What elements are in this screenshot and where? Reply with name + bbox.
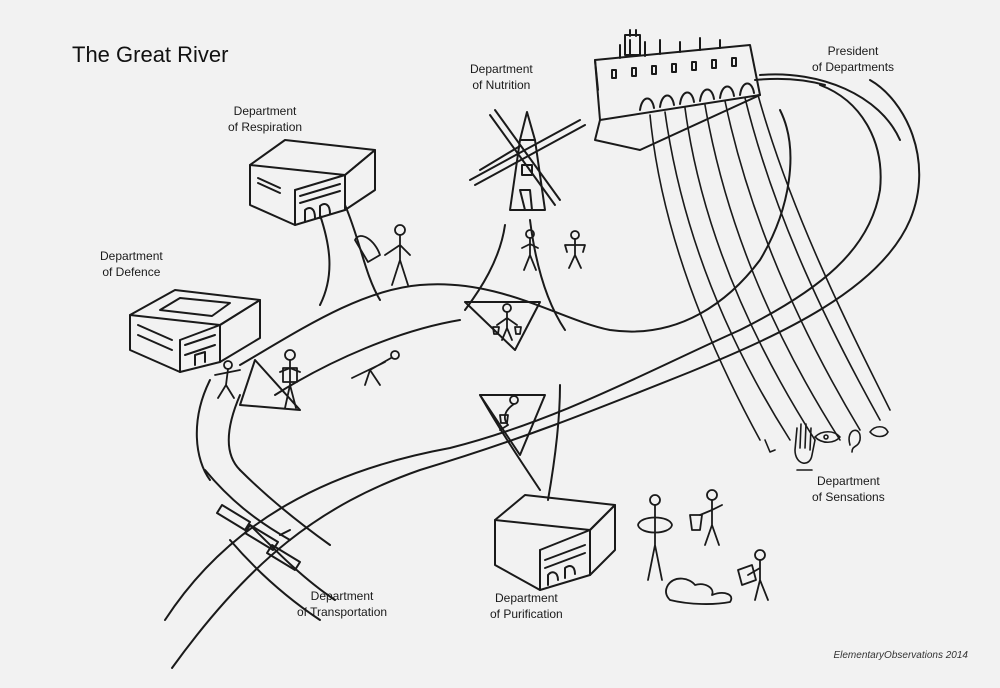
label-purification: Department of Purification	[490, 591, 563, 622]
label-respiration: Department of Respiration	[228, 104, 302, 135]
label-sensations: Department of Sensations	[812, 474, 885, 505]
stick-figure-icon	[737, 549, 769, 601]
label-nutrition-line1: Department	[470, 62, 533, 76]
label-purification-line1: Department	[495, 591, 558, 605]
stick-figure-icon	[354, 224, 411, 286]
label-respiration-line2: of Respiration	[228, 119, 303, 134]
label-president: President of Departments	[812, 44, 894, 75]
label-transportation: Department of Transportation	[297, 589, 387, 620]
stick-figure-icon	[279, 349, 301, 409]
label-defence: Department of Defence	[100, 249, 163, 280]
building-respiration-icon	[249, 139, 376, 226]
ear-icon	[848, 429, 861, 453]
stick-figures	[214, 224, 769, 605]
train-icon	[216, 504, 301, 571]
credit-text: ElementaryObservations 2014	[833, 650, 968, 661]
label-sensations-line1: Department	[817, 474, 880, 488]
stick-figure-icon	[637, 494, 673, 581]
label-transportation-line1: Department	[310, 589, 374, 603]
building-defence-icon	[129, 289, 261, 373]
label-defence-line2: of Defence	[102, 264, 161, 279]
stick-figure-icon	[492, 303, 522, 341]
castle-icon	[594, 29, 761, 151]
river-banks	[164, 73, 921, 669]
building-purification-icon	[494, 494, 616, 591]
stick-figure-icon	[214, 360, 241, 399]
label-sensations-line2: of Sensations	[812, 489, 885, 504]
tongue-icon	[764, 439, 776, 453]
islands	[239, 301, 546, 456]
nerve-streams	[649, 94, 891, 441]
label-defence-line1: Department	[100, 249, 163, 263]
stick-figure-icon	[351, 350, 400, 386]
eye-icon	[814, 430, 841, 444]
debris-pile	[665, 577, 733, 605]
label-respiration-line1: Department	[233, 104, 297, 118]
stick-figure-icon	[499, 395, 519, 431]
stick-figure-icon	[689, 489, 723, 546]
nose-icon	[869, 425, 889, 438]
sensation-icons	[764, 423, 889, 471]
windmill-icon	[469, 109, 586, 211]
label-nutrition-line2: of Nutrition	[472, 77, 531, 92]
label-president-line2: of Departments	[812, 59, 895, 74]
label-president-line1: President	[827, 44, 879, 58]
hand-icon	[794, 423, 816, 471]
label-nutrition: Department of Nutrition	[470, 62, 533, 93]
stick-figure-icon	[521, 229, 586, 271]
diagram-title: The Great River	[72, 42, 229, 67]
label-transportation-line2: of Transportation	[297, 604, 388, 619]
label-purification-line2: of Purification	[490, 606, 563, 621]
